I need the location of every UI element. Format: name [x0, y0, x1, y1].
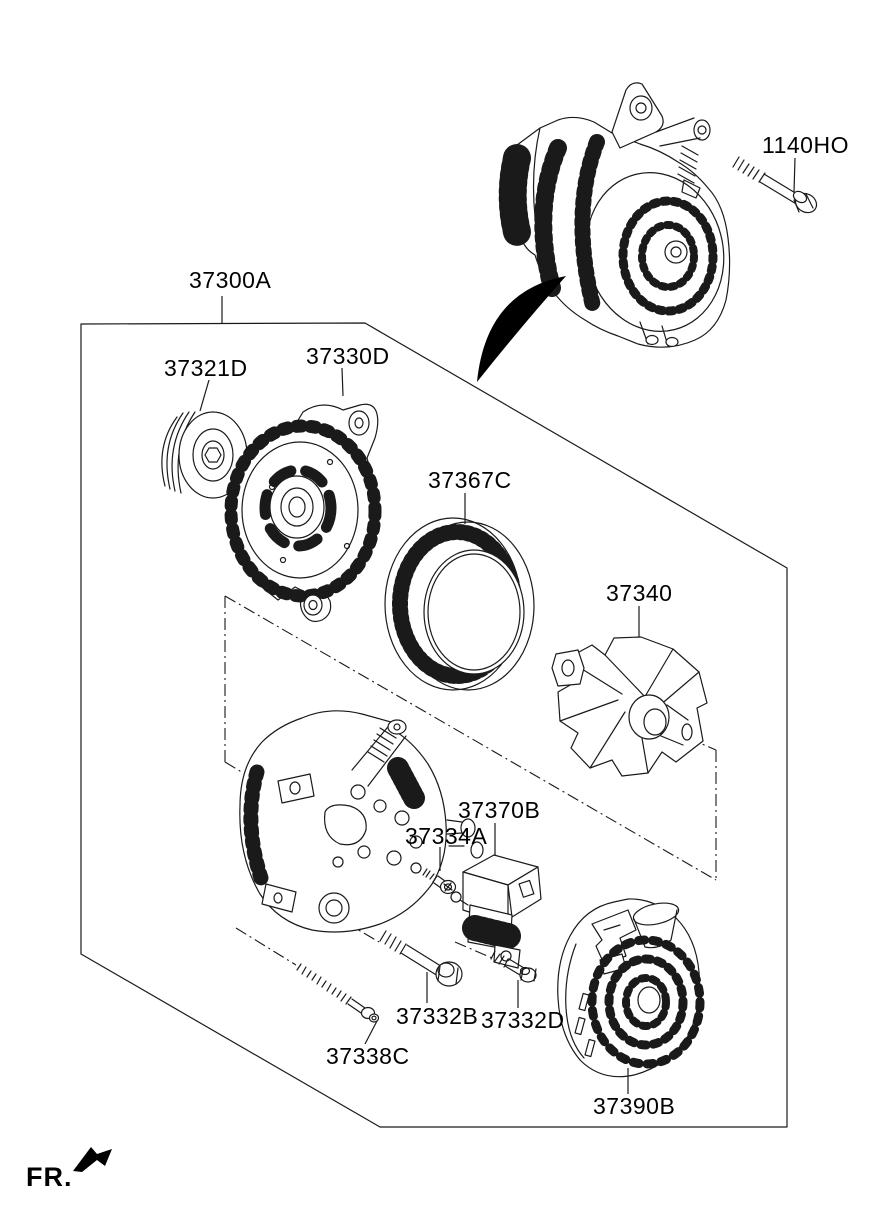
- part-label-37300A: 37300A: [189, 267, 272, 293]
- assembly-pointer-swoosh: [477, 276, 566, 382]
- part-label-37338C: 37338C: [326, 1043, 410, 1069]
- stator-sketch: [384, 517, 535, 691]
- regulator-sketch: [450, 854, 542, 969]
- bolt-37338C-sketch: [296, 963, 380, 1023]
- alternator-assembly-sketch: [498, 82, 731, 348]
- part-label-37332D: 37332D: [481, 1007, 565, 1033]
- assembly-boundary-box: [80, 322, 788, 1128]
- part-label-37334A: 37334A: [405, 823, 488, 849]
- bolt-37332D-sketch: [490, 950, 537, 983]
- front-direction-label: FR.: [26, 1162, 73, 1192]
- front-bracket-sketch: [224, 403, 382, 623]
- screw-37334A-sketch: [422, 868, 457, 895]
- bolt-37332B-sketch: [379, 930, 463, 987]
- part-label-37370B: 37370B: [458, 797, 541, 823]
- rear-bracket-assembly-sketch: [239, 710, 484, 933]
- part-label-1140HO: 1140HO: [762, 132, 849, 158]
- part-label-37340: 37340: [606, 580, 673, 606]
- rotor-sketch: [551, 636, 708, 777]
- front-direction-arrow-icon: [73, 1147, 112, 1172]
- part-label-37321D: 37321D: [164, 355, 248, 381]
- part-label-37330D: 37330D: [306, 343, 390, 369]
- label-leader-lines: [199, 157, 796, 1094]
- part-label-37367C: 37367C: [428, 467, 512, 493]
- part-label-37332B: 37332B: [396, 1003, 479, 1029]
- bolt-1140HO-sketch: [732, 156, 818, 214]
- part-label-37390B: 37390B: [593, 1093, 676, 1119]
- rear-cover-sketch: [557, 898, 705, 1078]
